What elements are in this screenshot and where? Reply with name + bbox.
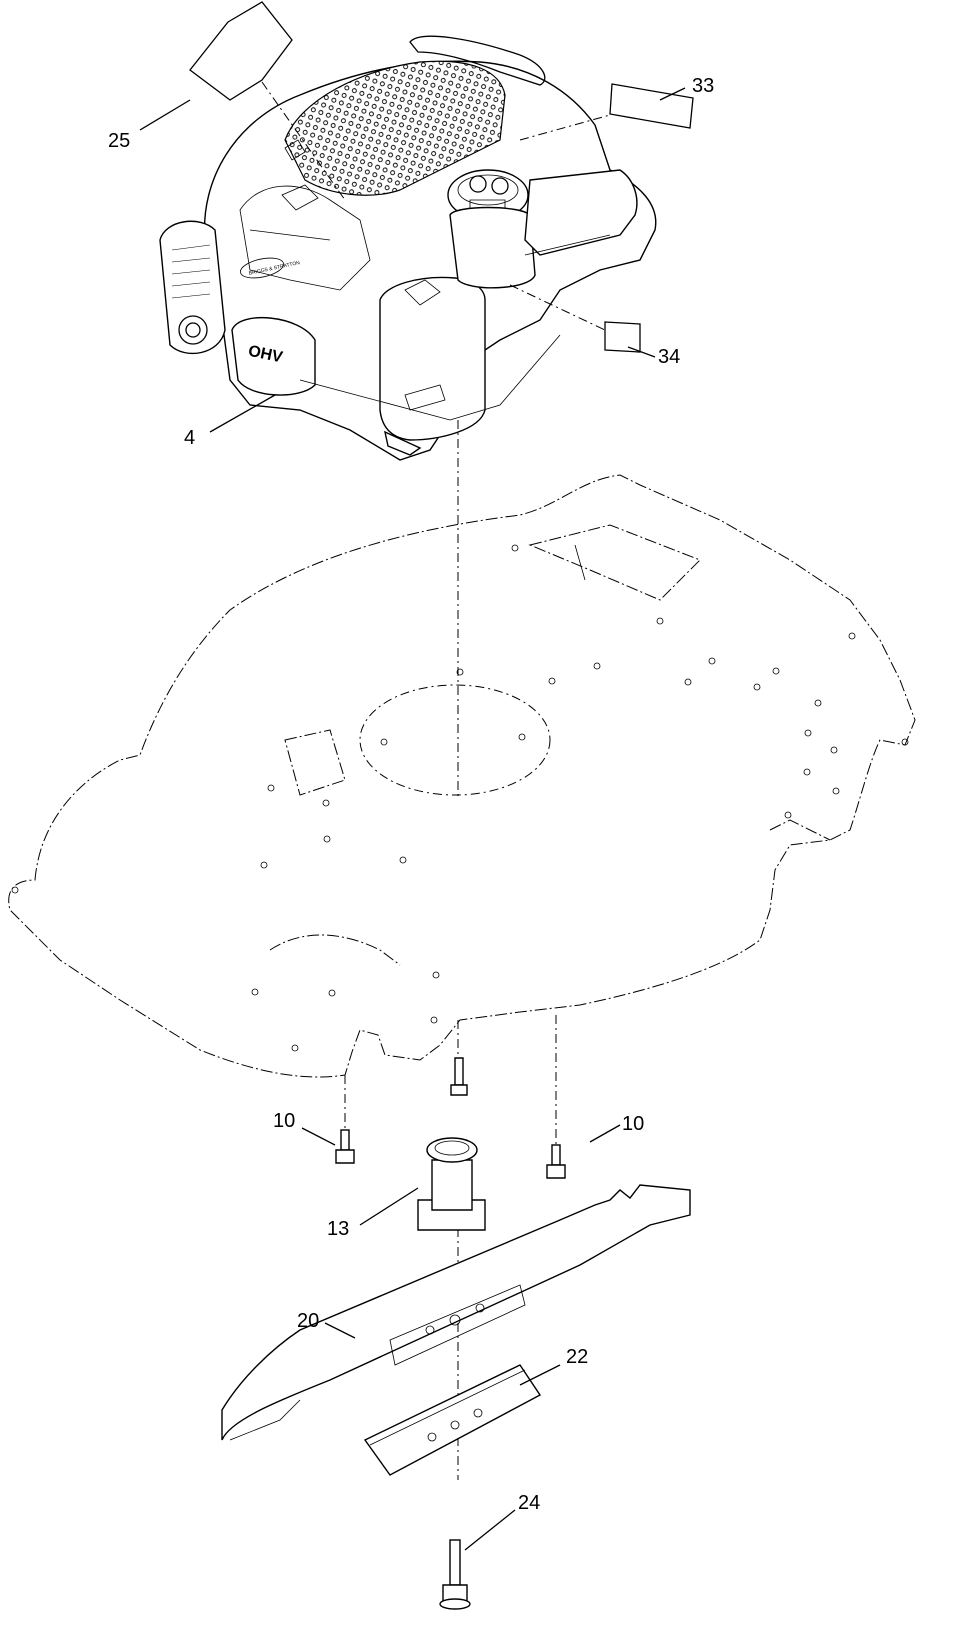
callout-10-right: 10: [622, 1113, 644, 1135]
engine: BRIGGS & STRATTON OHV: [159, 35, 657, 461]
decal-33: [609, 83, 694, 129]
callout-20: 20: [297, 1310, 319, 1332]
decal-25: [189, 1, 293, 101]
blade-bolt: [439, 1539, 471, 1610]
callout-25: 25: [108, 130, 130, 152]
blade-adapter: [417, 1137, 486, 1231]
callout-4: 4: [184, 427, 195, 449]
blade-stiffener: [363, 1364, 542, 1476]
callout-13: 13: [327, 1218, 349, 1240]
callout-22: 22: [566, 1346, 588, 1368]
callout-33: 33: [692, 75, 714, 97]
bolt-10-left: [335, 1129, 355, 1164]
mower-deck: [8, 474, 916, 1078]
ohv-logo-text: OHV: [247, 343, 285, 367]
callout-34: 34: [658, 346, 680, 368]
decal-34: [604, 321, 641, 353]
blade: [221, 1184, 691, 1441]
callout-24: 24: [518, 1492, 540, 1514]
bolt-center: [450, 1057, 468, 1096]
bolt-10-right: [546, 1144, 566, 1179]
deck-holes: [11, 544, 909, 1052]
callout-10-left: 10: [273, 1110, 295, 1132]
